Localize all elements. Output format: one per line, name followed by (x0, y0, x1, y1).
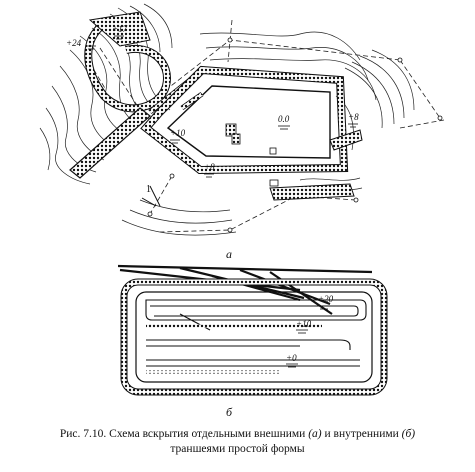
diagram-a: 1 +24 +17 0.0 +10 +8 +8 а (39, 3, 445, 261)
elevation-a-4: +10 (170, 128, 186, 138)
caption-mark-b: (б) (401, 428, 416, 440)
diagram-b: +20 +10 +0 б (117, 264, 388, 419)
caption-mid: и внутренними (324, 428, 399, 440)
elevation-marks-b (286, 305, 330, 368)
open-pit (140, 65, 363, 201)
caption-line2: траншеями простой формы (170, 443, 305, 455)
elevation-b-3: +0 (286, 353, 297, 363)
caption-prefix: Рис. 7.10. Схема вскрытия отдельными вне… (59, 428, 306, 440)
label-part-b: б (226, 405, 233, 419)
elevation-a-1: +24 (66, 38, 82, 48)
figure-caption: Рис. 7.10. Схема вскрытия отдельными вне… (0, 427, 475, 457)
contour-lines-right (121, 31, 415, 236)
elevation-a-5: +8 (204, 162, 215, 172)
pit-outline-b (120, 278, 388, 396)
loop-trench (84, 11, 171, 113)
benches-b (145, 299, 367, 373)
elevation-b-2: +10 (296, 319, 312, 329)
elevation-b-1: +20 (318, 294, 334, 304)
elevation-a-2: +17 (112, 24, 128, 34)
ramps-top (117, 264, 373, 315)
section-marker (141, 185, 161, 207)
elevation-a-6: +8 (348, 112, 359, 122)
elevation-a-3: 0.0 (278, 114, 290, 124)
section-marker-label: 1 (146, 184, 151, 195)
label-part-a: а (226, 247, 232, 261)
caption-mark-a: (а) (308, 428, 322, 440)
bench-hatching-b (146, 324, 322, 374)
elevation-marks-a (86, 35, 358, 178)
